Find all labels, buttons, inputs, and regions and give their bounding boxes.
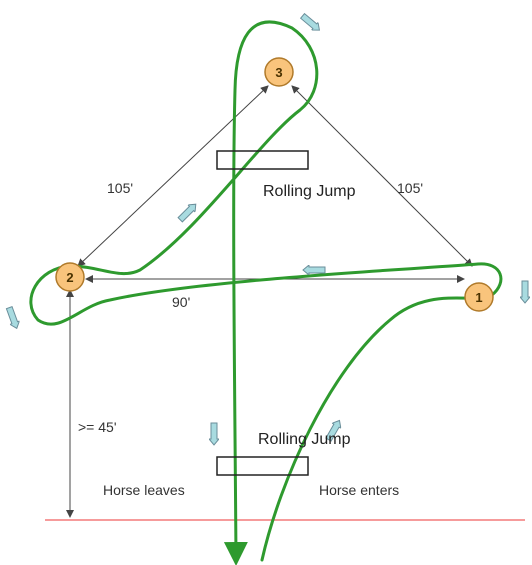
svg-text:2: 2 [66, 270, 73, 285]
direction-arrow-icon-right [520, 280, 530, 304]
direction-arrow-icon-top [298, 11, 324, 35]
distance-label-fence: >= 45' [78, 419, 117, 435]
distance-label-right: 105' [397, 180, 423, 196]
barrel-2: 2 [55, 262, 85, 292]
distance-label-left: 105' [107, 180, 133, 196]
direction-arrow-icon-left [4, 305, 22, 331]
barrel-1: 1 [464, 282, 494, 312]
direction-arrow-icon-cross [302, 265, 326, 275]
measure-line-right [291, 85, 473, 267]
jump-box-lower [216, 456, 309, 476]
jump-box-upper [216, 150, 309, 170]
jump-label-lower: Rolling Jump [258, 431, 351, 448]
riding-path [29, 20, 503, 565]
horse-enters-label: Horse enters [319, 482, 399, 498]
svg-text:1: 1 [475, 290, 482, 305]
horse-leaves-label: Horse leaves [103, 482, 185, 498]
distance-label-base: 90' [172, 294, 190, 310]
measure-line-left [77, 85, 269, 267]
barrel-3: 3 [264, 57, 294, 87]
jump-label-upper: Rolling Jump [263, 183, 356, 200]
direction-arrow-icon-down [209, 422, 219, 446]
svg-text:3: 3 [275, 65, 282, 80]
